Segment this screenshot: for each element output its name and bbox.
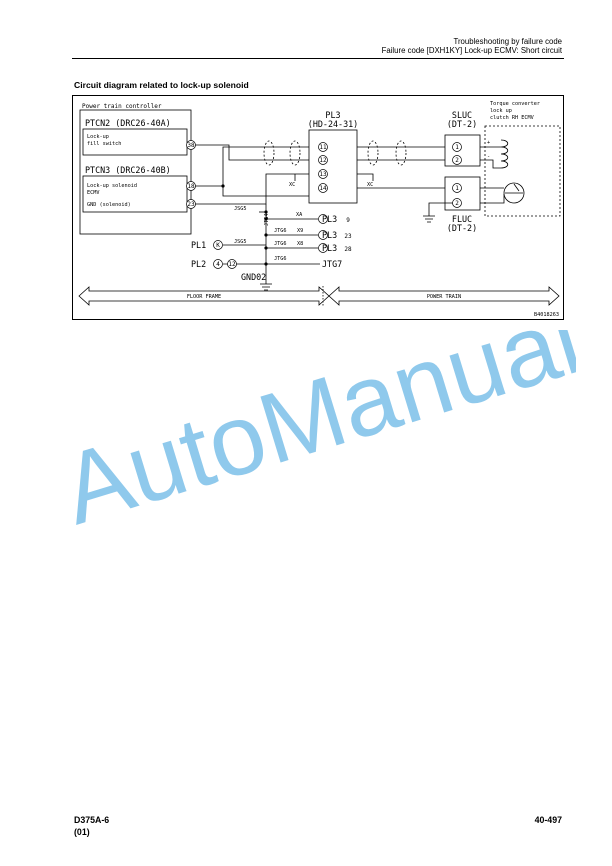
pl3-pin-13: 13 — [319, 171, 327, 178]
plus-sign: + — [487, 140, 490, 146]
pl3-pin-12: 12 — [319, 157, 327, 164]
gnd02-label: GND02 — [241, 272, 266, 282]
ptcn3-box — [82, 175, 188, 213]
jsg5-label-top: JSG5 — [234, 206, 247, 212]
jtg7-label: JTG7 — [322, 259, 342, 269]
torque-converter-box — [484, 125, 561, 217]
solenoid-coil — [480, 139, 509, 169]
pl3-name: PL3 — [325, 110, 340, 120]
wire-pin23 — [191, 173, 309, 205]
shield-3 — [367, 140, 379, 166]
pl3-box — [308, 129, 358, 204]
ptcn3-pin-18: 18 — [187, 183, 195, 190]
shield-4 — [395, 140, 407, 166]
torque-converter-label-1: Torque converter — [490, 101, 540, 107]
solenoid-return — [480, 159, 501, 169]
jsg5-label-pl1: JSG5 — [234, 239, 247, 245]
figure-code: B4018263 — [534, 312, 559, 318]
pl1-pin-k: K — [216, 242, 220, 249]
fluc-pin-1: 1 — [455, 185, 459, 192]
ptcn2-pin-38: 38 — [187, 142, 195, 149]
watermark: AutoManual — [56, 330, 576, 546]
xa-label: XA — [296, 212, 303, 218]
fill-switch-leads — [480, 183, 523, 204]
pl3-ref-9: PL3 — [322, 214, 337, 224]
pl3-ref-28: PL3 — [322, 243, 337, 253]
jtg4-label: JTG4 — [264, 214, 270, 227]
circuit-diagram-svg: Power train controller PTCN2 (DRC26-40A)… — [78, 101, 561, 318]
sluc-pin-1: 1 — [455, 144, 459, 151]
torque-converter-label-3: clutch RH ECMV — [490, 115, 534, 121]
x8-label: X8 — [297, 241, 303, 247]
power-train-label: POWER TRAIN — [427, 294, 461, 300]
pl3-ref-28-pin: 28 — [344, 246, 352, 253]
wire-xc-right — [357, 173, 374, 181]
minus-sign: - — [487, 154, 490, 160]
circuit-diagram: Power train controller PTCN2 (DRC26-40A)… — [72, 95, 564, 320]
sluc-pin-2: 2 — [455, 157, 459, 164]
sluc-name: SLUC — [452, 110, 472, 120]
wire-pin38 — [191, 144, 309, 161]
ptcn2-label: PTCN2 (DRC26-40A) — [85, 118, 171, 128]
ptcn3-function-2: ECMV — [87, 190, 100, 196]
footer-revision: (01) — [74, 827, 90, 837]
pl3-part: (HD-24-31) — [308, 119, 358, 129]
watermark-text: AutoManual — [56, 330, 576, 546]
footer-model: D375A-6 — [74, 815, 110, 825]
pl1-label: PL1 — [191, 240, 206, 250]
fluc-pin-2: 2 — [455, 200, 459, 207]
controller-title: Power train controller — [82, 103, 162, 110]
fluc-name: FLUC — [452, 214, 472, 224]
ground-symbol-fluc — [423, 215, 435, 223]
sluc-box — [444, 134, 481, 167]
pl2-label: PL2 — [191, 259, 206, 269]
wire-pl3-14-feed — [222, 186, 309, 197]
ptcn3-function-3: GND (solenoid) — [87, 202, 131, 208]
xc-label-left: XC — [289, 182, 295, 188]
pl2-pin-12: 12 — [228, 261, 236, 268]
shield-2 — [289, 140, 301, 166]
floor-frame-label: FLOOR FRAME — [187, 294, 221, 300]
power-train-arrow — [328, 286, 560, 306]
controller-box — [79, 109, 192, 235]
footer-page-number: 40-497 — [534, 815, 562, 825]
x9-label: X9 — [297, 228, 303, 234]
pl3-pin-11: 11 — [319, 144, 327, 151]
ptcn2-box — [82, 128, 188, 156]
header-line-1: Troubleshooting by failure code — [453, 37, 562, 46]
pl3-ref-9-pin: 9 — [346, 217, 350, 224]
fill-switch — [503, 182, 525, 204]
ptcn2-function-1: Lock-up — [87, 134, 109, 140]
ptcn3-pin-23: 23 — [187, 201, 195, 208]
pl3-ref-23: PL3 — [322, 230, 337, 240]
ptcn2-function-2: fill switch — [87, 141, 121, 147]
pl3-ref-23-pin: 23 — [344, 233, 352, 240]
jtg6-label-2: JTG6 — [274, 241, 287, 247]
xc-label-right: XC — [367, 182, 373, 188]
section-title: Circuit diagram related to lock-up solen… — [74, 80, 249, 90]
header-line-2: Failure code [DXH1KY] Lock-up ECMV: Shor… — [381, 46, 562, 55]
shield-1 — [263, 140, 275, 166]
wire-fluc-2 — [428, 202, 457, 216]
ptcn3-function-1: Lock-up solenoid — [87, 183, 137, 189]
ptcn3-label: PTCN3 (DRC26-40B) — [85, 165, 171, 175]
header-rule — [72, 58, 564, 59]
jtg6-label-1: JTG6 — [274, 228, 287, 234]
jtg6-label-3: JTG6 — [274, 256, 287, 262]
sluc-part: (DT-2) — [447, 119, 477, 129]
pl3-pin-14: 14 — [319, 185, 327, 192]
torque-converter-label-2: lock up — [490, 108, 512, 114]
pl2-pin-4: 4 — [216, 261, 220, 268]
ground-symbol-gnd02 — [260, 283, 272, 291]
wire-pin18 — [191, 146, 309, 187]
fluc-box — [444, 176, 481, 211]
fluc-part: (DT-2) — [447, 223, 477, 233]
